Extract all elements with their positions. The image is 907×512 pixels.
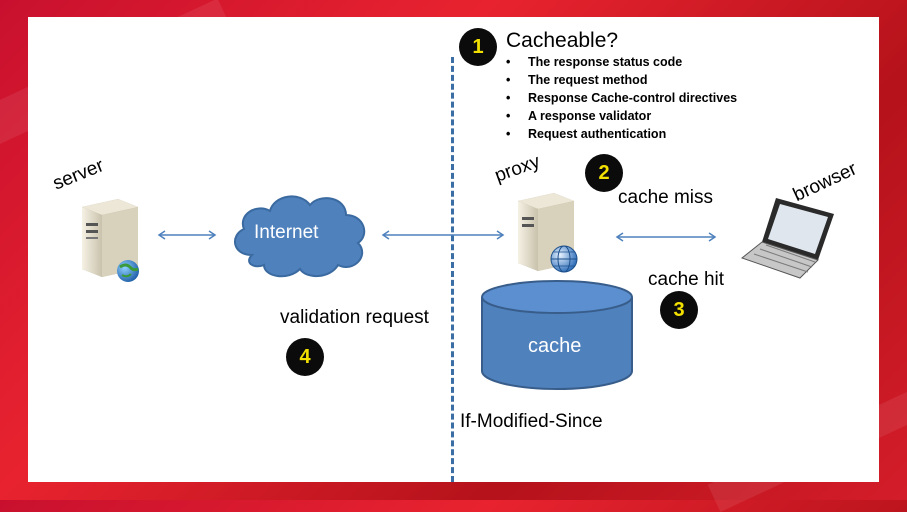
cache-label: cache xyxy=(528,335,582,357)
cache-hit-label: cache hit xyxy=(648,269,725,290)
proxy-browser-arrow xyxy=(615,232,717,242)
network-boundary-divider xyxy=(451,57,454,482)
cacheable-criteria-list: The response status code The request met… xyxy=(504,53,737,143)
diagram-canvas: 1 Cacheable? The response status code Th… xyxy=(28,17,879,482)
cache-database-icon xyxy=(481,280,633,390)
cacheable-title: Cacheable? xyxy=(506,29,619,52)
criterion-item: Response Cache-control directives xyxy=(504,89,737,107)
if-modified-since-label: If-Modified-Since xyxy=(460,411,603,432)
internet-proxy-arrow xyxy=(381,230,505,240)
laptop-icon xyxy=(740,198,834,279)
proxy-server-icon xyxy=(518,193,578,273)
criterion-item: The response status code xyxy=(504,53,737,71)
criterion-item: A response validator xyxy=(504,107,737,125)
step-3-badge: 3 xyxy=(660,291,698,329)
step-1-badge: 1 xyxy=(459,28,497,66)
criterion-item: Request authentication xyxy=(504,125,737,143)
criterion-item: The request method xyxy=(504,71,737,89)
step-4-badge: 4 xyxy=(286,338,324,376)
cache-miss-label: cache miss xyxy=(618,187,714,208)
step-2-badge: 2 xyxy=(585,154,623,192)
server-label: server xyxy=(50,155,107,195)
server-icon xyxy=(82,199,139,282)
proxy-label: proxy xyxy=(492,151,543,187)
validation-request-label: validation request xyxy=(280,307,429,328)
server-internet-arrow xyxy=(157,230,217,240)
internet-cloud-icon xyxy=(234,195,366,278)
internet-label: Internet xyxy=(254,222,319,243)
